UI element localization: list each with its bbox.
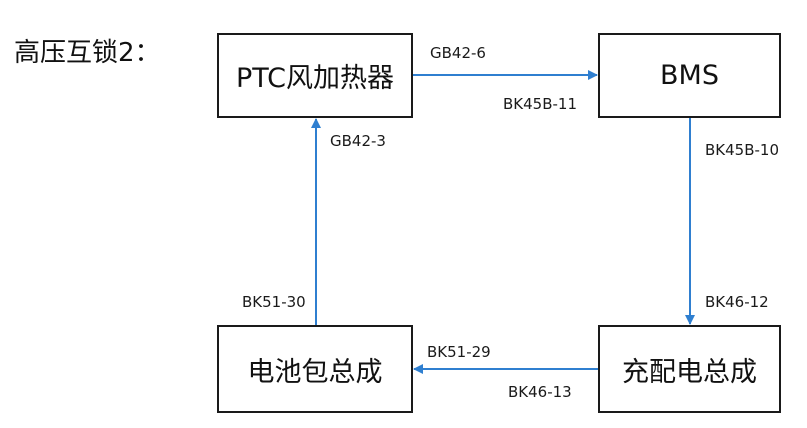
node-ptc-heater-label: PTC风加热器 bbox=[235, 63, 395, 94]
node-bms-label: BMS bbox=[660, 60, 719, 91]
node-charge-distribution-label: 充配电总成 bbox=[622, 356, 757, 388]
pin-label-gb42-6: GB42-6 bbox=[430, 44, 486, 62]
pin-label-bk51-29: BK51-29 bbox=[427, 343, 491, 361]
node-bms: BMS bbox=[598, 33, 781, 118]
node-battery-pack: 电池包总成 bbox=[217, 325, 413, 413]
pin-label-bk46-13: BK46-13 bbox=[508, 383, 572, 401]
node-ptc-heater: PTC风加热器 bbox=[217, 33, 413, 118]
pin-label-bk51-30: BK51-30 bbox=[242, 293, 306, 311]
node-battery-pack-label: 电池包总成 bbox=[247, 356, 383, 388]
pin-label-gb42-3: GB42-3 bbox=[330, 132, 386, 150]
pin-label-bk46-12: BK46-12 bbox=[705, 293, 769, 311]
pin-label-bk45b-10: BK45B-10 bbox=[705, 141, 780, 159]
diagram-title: 高压互锁2： bbox=[14, 38, 161, 68]
pin-label-bk45b-11: BK45B-11 bbox=[503, 95, 578, 113]
node-charge-distribution: 充配电总成 bbox=[598, 325, 781, 413]
